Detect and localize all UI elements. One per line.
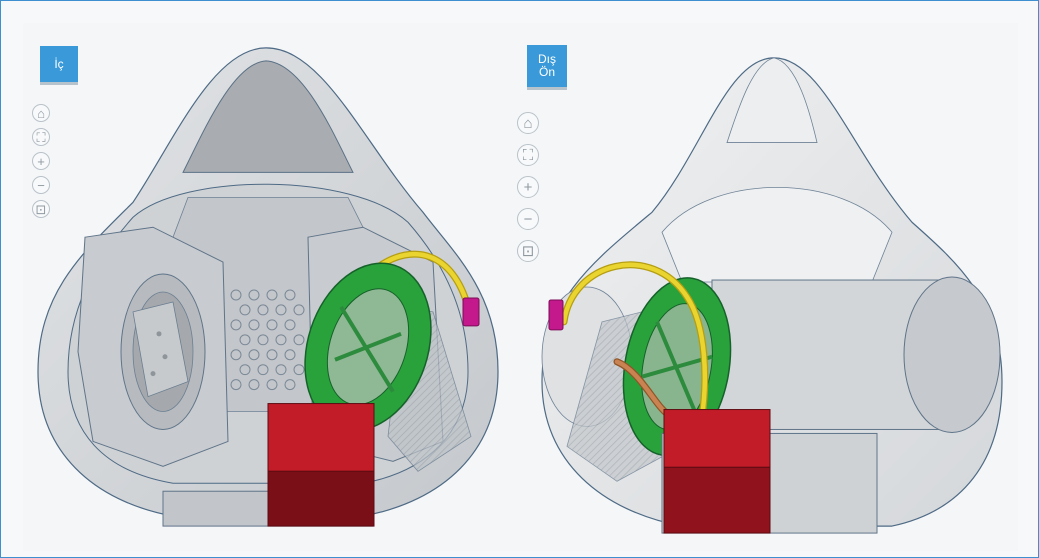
valve-block-top — [267, 403, 375, 472]
perspective-icon[interactable]: ⊡ — [517, 240, 539, 262]
vent-hole-grid — [230, 289, 305, 391]
zoom-out-icon[interactable]: − — [32, 176, 50, 194]
view-cube-label-line2: Ön — [538, 65, 555, 79]
home-icon[interactable]: ⌂ — [32, 104, 50, 122]
hose-connector — [548, 299, 564, 331]
fit-view-icon[interactable]: ⛶ — [32, 128, 50, 146]
zoom-out-icon[interactable]: − — [517, 208, 539, 230]
zoom-in-icon[interactable]: + — [517, 176, 539, 198]
viewport-outside[interactable]: Dış Ön ⌂ ⛶ + − ⊡ — [512, 23, 1018, 551]
view-cube-outside[interactable]: Dış Ön — [527, 45, 567, 87]
mask-outside-scene[interactable] — [512, 23, 1018, 551]
left-filter-grate — [132, 301, 189, 398]
perspective-icon[interactable]: ⊡ — [32, 200, 50, 218]
viewport-inside[interactable]: İç ⌂ ⛶ + − ⊡ — [23, 23, 512, 551]
hose-connector — [462, 297, 480, 327]
nav-controls-inside: ⌂ ⛶ + − ⊡ — [32, 104, 50, 218]
nose-ridge — [726, 57, 818, 143]
valve-block-top — [663, 409, 771, 468]
nose-cavity — [182, 60, 354, 173]
view-cube-label: İç — [54, 56, 64, 71]
view-cube-label-line1: Dış — [538, 52, 556, 66]
zoom-in-icon[interactable]: + — [32, 152, 50, 170]
valve-block-bottom — [663, 466, 771, 534]
mask-inside-scene[interactable] — [23, 23, 512, 551]
home-icon[interactable]: ⌂ — [517, 112, 539, 134]
exhale-port-cap — [903, 276, 1001, 433]
fit-view-icon[interactable]: ⛶ — [517, 144, 539, 166]
nav-controls-outside: ⌂ ⛶ + − ⊡ — [517, 112, 539, 262]
front-panel — [661, 187, 893, 283]
valve-block-bottom — [267, 470, 375, 527]
view-cube-inside[interactable]: İç — [40, 46, 78, 82]
